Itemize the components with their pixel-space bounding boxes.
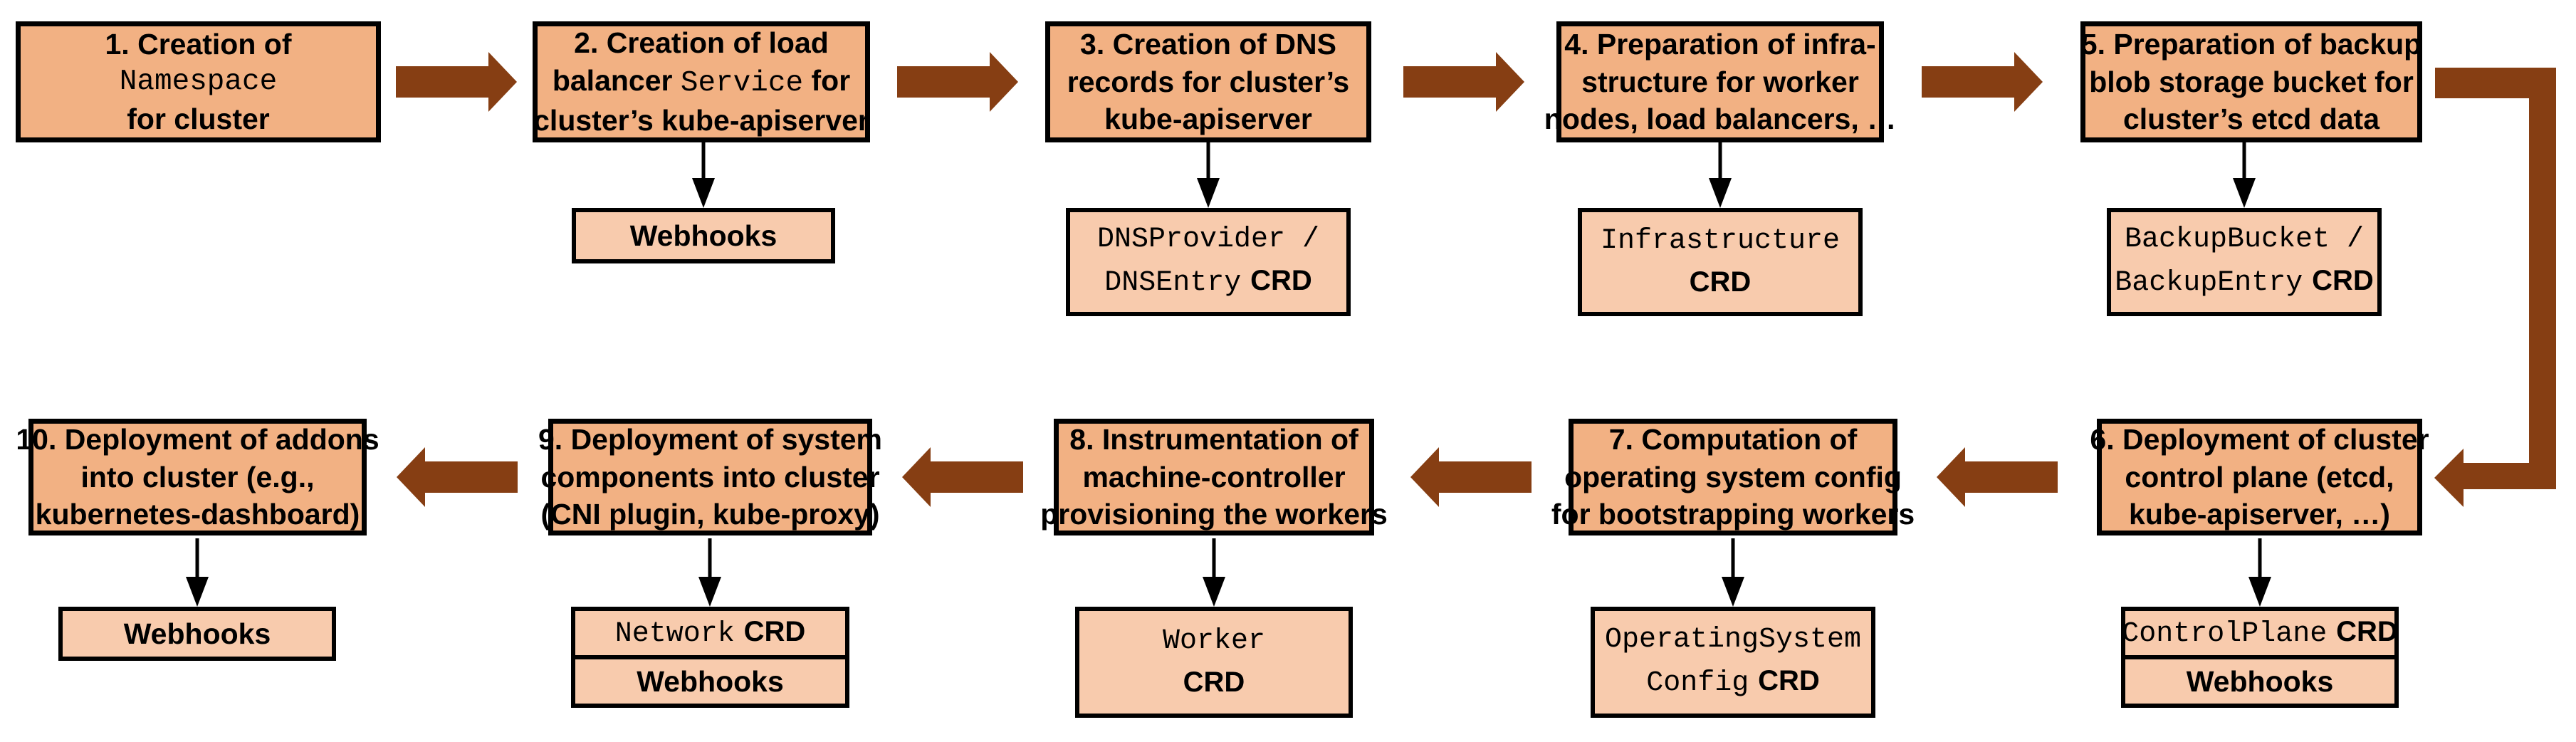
crd-infra-line-1: Infrastructure	[1600, 225, 1841, 258]
step-4-box: 4. Preparation of infra- structure for w…	[1544, 21, 1896, 142]
step-6-line-3: kube-apiserver, …)	[2129, 498, 2390, 531]
crd-dns-line-1: DNSProvider /	[1096, 224, 1320, 256]
step-4-line-3: nodes, load balancers, …	[1544, 103, 1897, 136]
webhooks-box-step2: Webhooks	[572, 208, 835, 263]
step-8-box: 8. Instrumentation of machine-controller…	[1040, 419, 1388, 535]
flow-arrow-step7-step8	[1410, 447, 1532, 507]
step-3-line-2: records for cluster’s	[1067, 65, 1350, 98]
step-2-line-1: 2. Creation of load	[574, 26, 829, 60]
step-5-line-3: cluster’s etcd data	[2122, 103, 2380, 136]
crd-worker-line-2: CRD	[1183, 667, 1245, 698]
step-10-box: 10. Deployment of addons into cluster (e…	[16, 419, 379, 535]
step-10-line-2: into cluster (e.g.,	[80, 460, 315, 493]
flow-arrow-step9-step10	[397, 447, 518, 507]
step-3-line-1: 3. Creation of DNS	[1080, 28, 1336, 61]
flow-arrow-step2-step3	[897, 52, 1018, 112]
connector-arrow-step7	[1722, 538, 1744, 607]
crd-box-infrastructure: Infrastructure CRD	[1578, 208, 1863, 316]
flow-arrow-step3-step4	[1403, 52, 1524, 112]
step-1-line-3: for cluster	[127, 103, 270, 136]
step-6-line-1: 6. Deployment of cluster	[2090, 423, 2429, 456]
webhooks-box-step9: Webhooks	[571, 655, 849, 708]
step-7-box: 7. Computation of operating system confi…	[1551, 419, 1915, 535]
webhooks-box-step10: Webhooks	[58, 607, 336, 661]
connector-arrow-step4	[1709, 142, 1732, 208]
step-7-line-3: for bootstrapping workers	[1551, 498, 1915, 531]
step-9-line-1: 9. Deployment of system	[538, 423, 883, 456]
flow-arrow-step4-step5	[1922, 52, 2043, 112]
step-1-box: 1. Creation of Namespace for cluster	[16, 21, 381, 142]
step-8-line-2: machine-controller	[1082, 460, 1346, 493]
webhooks-label: Webhooks	[637, 664, 784, 698]
elbow-arrow-step5-step6	[2434, 68, 2556, 507]
crd-worker-line-1: Worker	[1162, 625, 1266, 658]
connector-arrow-step10	[186, 538, 209, 607]
step-5-line-2: blob storage bucket for	[2089, 65, 2414, 98]
step-3-box: 3. Creation of DNS records for cluster’s…	[1045, 21, 1371, 142]
step-10-line-1: 10. Deployment of addons	[16, 423, 379, 456]
step-7-line-2: operating system config	[1564, 460, 1902, 493]
step-6-box: 6. Deployment of cluster control plane (…	[2090, 419, 2429, 535]
step-10-line-3: kubernetes-dashboard)	[35, 498, 360, 531]
crd-osc-line-1: OperatingSystem	[1604, 624, 1862, 657]
webhooks-box-step6: Webhooks	[2121, 655, 2399, 708]
flow-arrow-step8-step9	[902, 447, 1023, 507]
connector-arrow-step6	[2248, 538, 2271, 607]
connector-arrow-step9	[698, 538, 721, 607]
webhooks-label: Webhooks	[2186, 664, 2334, 698]
connector-arrow-step2	[692, 142, 715, 208]
step-8-line-1: 8. Instrumentation of	[1069, 423, 1358, 456]
crd-box-worker: Worker CRD	[1075, 607, 1353, 718]
flow-arrow-step1-step2	[396, 52, 517, 112]
crd-backup-line-1: BackupBucket /	[2124, 224, 2365, 256]
connector-arrow-step3	[1197, 142, 1220, 208]
step-1-line-1: 1. Creation of	[105, 28, 292, 61]
step-8-line-3: provisioning the workers	[1040, 498, 1388, 531]
step-2-line-3: cluster’s kube-apiserver	[533, 104, 869, 137]
webhooks-label: Webhooks	[629, 219, 777, 252]
step-3-line-3: kube-apiserver	[1104, 103, 1312, 136]
step-2-box: 2. Creation of load balancer Service for…	[533, 21, 870, 142]
connector-arrow-step8	[1203, 538, 1225, 607]
step-4-line-2: structure for worker	[1581, 65, 1859, 98]
step-5-line-1: 5. Preparation of backup	[2080, 28, 2422, 61]
step-9-box: 9. Deployment of system components into …	[538, 419, 882, 535]
step-2-line-2: balancer Service for	[552, 63, 851, 100]
step-5-box: 5. Preparation of backup blob storage bu…	[2080, 21, 2422, 142]
connector-arrow-step5	[2233, 142, 2256, 208]
crd-infra-line-2: CRD	[1689, 266, 1752, 298]
flow-arrow-step6-step7	[1937, 447, 2058, 507]
step-6-line-2: control plane (etcd,	[2125, 460, 2394, 493]
step-9-line-2: components into cluster	[540, 460, 880, 493]
webhooks-label: Webhooks	[123, 617, 271, 650]
step-7-line-1: 7. Computation of	[1608, 423, 1858, 456]
step-1-line-2: Namespace	[119, 65, 278, 98]
step-9-line-3: (CNI plugin, kube-proxy)	[540, 498, 880, 531]
step-4-line-1: 4. Preparation of infra-	[1564, 28, 1876, 61]
